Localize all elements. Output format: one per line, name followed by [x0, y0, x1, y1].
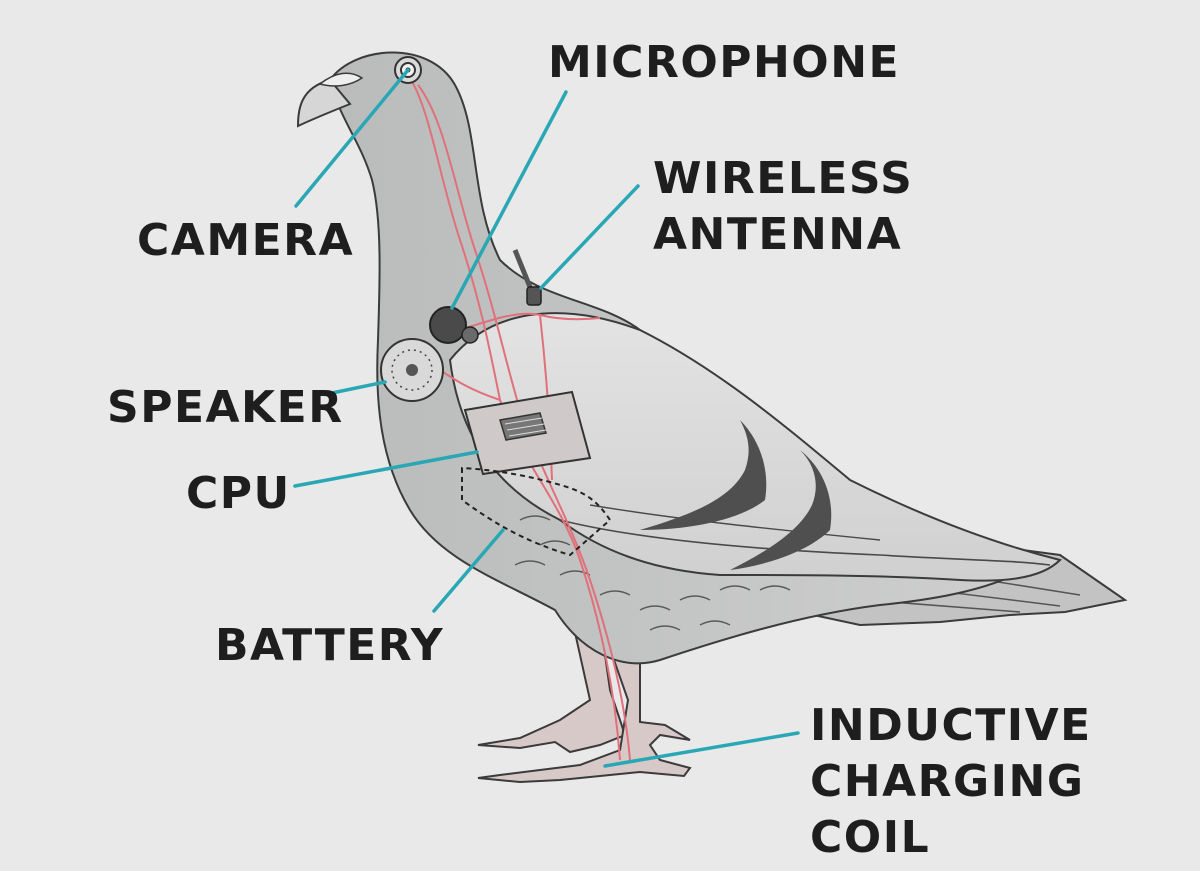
coil-label-line-3: COIL — [810, 810, 1092, 866]
cpu-label: CPU — [186, 466, 291, 522]
speaker-device — [381, 339, 443, 401]
microphone-label: MICROPHONE — [548, 35, 900, 91]
camera-label: CAMERA — [137, 213, 354, 269]
wireless-antenna-label: WIRELESS ANTENNA — [653, 151, 913, 263]
coil-label-line-2: CHARGING — [810, 754, 1092, 810]
inductive-charging-coil-label: INDUCTIVE CHARGING COIL — [810, 698, 1092, 866]
battery-label: BATTERY — [215, 618, 444, 674]
antenna-leader-line — [541, 186, 638, 288]
coil-label-line-1: INDUCTIVE — [810, 698, 1092, 754]
wireless-antenna-label-line-1: WIRELESS — [653, 151, 913, 207]
wireless-antenna-label-line-2: ANTENNA — [653, 207, 913, 263]
speaker-label: SPEAKER — [107, 380, 344, 436]
